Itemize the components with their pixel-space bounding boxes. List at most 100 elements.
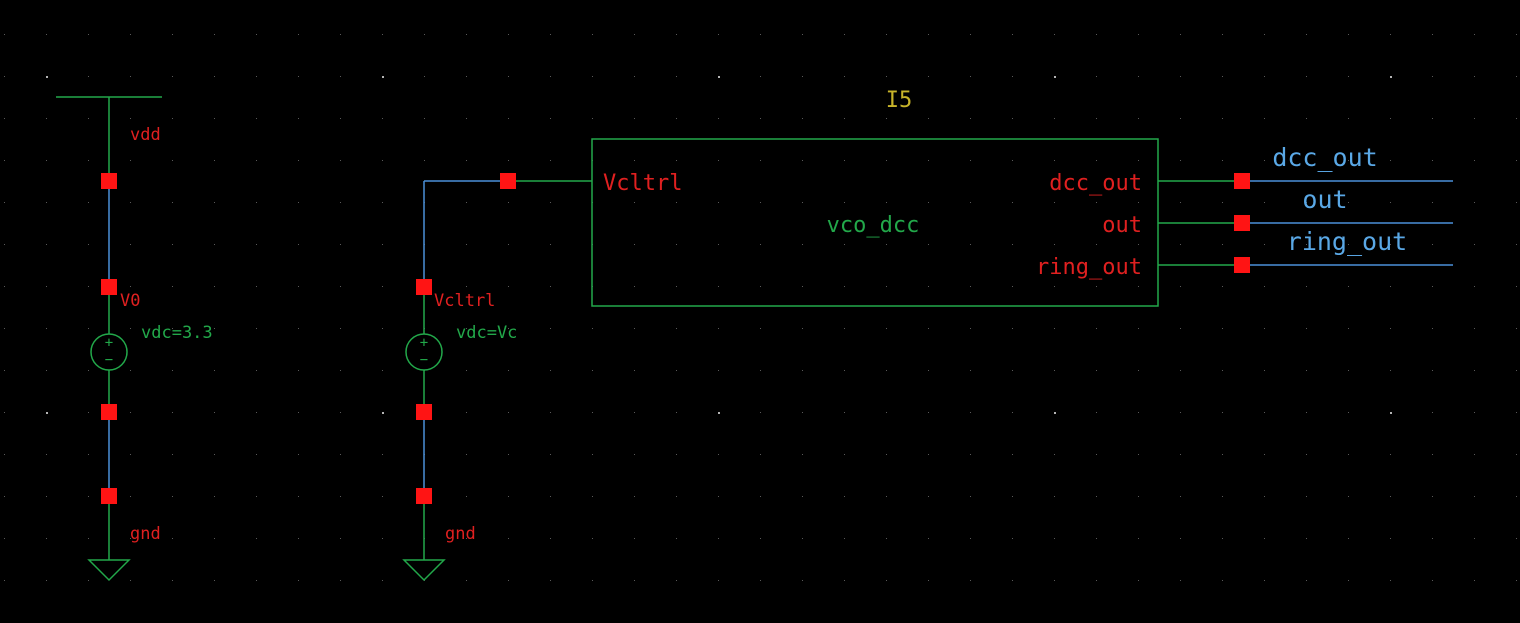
vctrl-minus-pin[interactable] bbox=[416, 404, 432, 420]
grid-dot bbox=[634, 244, 635, 245]
grid-dot bbox=[1390, 328, 1391, 329]
grid-dot bbox=[1096, 370, 1097, 371]
v0-plus-pin[interactable] bbox=[101, 279, 117, 295]
source-vctrl-group[interactable]: + − Vcltrl vdc=Vc gnd bbox=[402, 173, 592, 582]
grid-dot bbox=[886, 118, 887, 119]
grid-dot bbox=[1180, 412, 1181, 413]
grid-dot bbox=[1138, 160, 1139, 161]
grid-dot-major bbox=[1054, 412, 1056, 414]
grid-dot bbox=[1264, 76, 1265, 77]
grid-dot bbox=[382, 328, 383, 329]
v0-minus-sign: − bbox=[105, 352, 113, 368]
grid-dot bbox=[844, 286, 845, 287]
grid-dot bbox=[1474, 370, 1475, 371]
grid-dot bbox=[1012, 412, 1013, 413]
grid-dot bbox=[844, 202, 845, 203]
grid-dot bbox=[1180, 370, 1181, 371]
grid-dot bbox=[1180, 538, 1181, 539]
grid-dot bbox=[340, 286, 341, 287]
grid-dot bbox=[340, 412, 341, 413]
vctrl-plus-pin[interactable] bbox=[416, 279, 432, 295]
grid-dot bbox=[1222, 370, 1223, 371]
grid-dot bbox=[1096, 76, 1097, 77]
grid-dot bbox=[46, 118, 47, 119]
grid-dot bbox=[1096, 580, 1097, 581]
out-pin[interactable] bbox=[1234, 215, 1250, 231]
grid-dot bbox=[928, 244, 929, 245]
grid-dot bbox=[886, 538, 887, 539]
grid-dot-major bbox=[718, 412, 720, 414]
grid-dot bbox=[88, 160, 89, 161]
grid-dot bbox=[886, 580, 887, 581]
grid-dot bbox=[1306, 34, 1307, 35]
grid-dot bbox=[1264, 538, 1265, 539]
ring-out-pin[interactable] bbox=[1234, 257, 1250, 273]
grid-dot bbox=[802, 454, 803, 455]
grid-dot bbox=[1012, 286, 1013, 287]
grid-dot bbox=[886, 286, 887, 287]
grid-dot bbox=[844, 76, 845, 77]
grid-dot bbox=[466, 244, 467, 245]
vctrl-wire-pin[interactable] bbox=[500, 173, 516, 189]
source-v0-group[interactable]: + − vdd V0 vdc=3.3 gnd bbox=[56, 96, 213, 582]
v0-param-label: vdc=3.3 bbox=[141, 323, 213, 343]
grid-dot bbox=[550, 118, 551, 119]
grid-dot bbox=[592, 328, 593, 329]
grid-dot bbox=[130, 34, 131, 35]
grid-dot bbox=[970, 328, 971, 329]
grid-dot bbox=[634, 580, 635, 581]
vctrl-gnd-pin[interactable] bbox=[416, 488, 432, 504]
grid-dot bbox=[802, 328, 803, 329]
grid-dot bbox=[1264, 328, 1265, 329]
grid-dot bbox=[298, 538, 299, 539]
grid-dot bbox=[298, 412, 299, 413]
ground-symbol-icon[interactable] bbox=[87, 559, 131, 582]
grid-dot-major bbox=[382, 412, 384, 414]
grid-dot bbox=[1474, 76, 1475, 77]
grid-dot bbox=[4, 286, 5, 287]
grid-dot bbox=[46, 454, 47, 455]
grid-dot bbox=[634, 160, 635, 161]
grid-dot bbox=[1222, 412, 1223, 413]
grid-dot bbox=[592, 496, 593, 497]
grid-dot bbox=[1222, 328, 1223, 329]
grid-dot bbox=[340, 370, 341, 371]
grid-dot bbox=[88, 412, 89, 413]
grid-dot bbox=[550, 538, 551, 539]
grid-dot bbox=[1432, 370, 1433, 371]
grid-dot bbox=[1474, 160, 1475, 161]
vctrl-param-label: vdc=Vc bbox=[456, 323, 517, 343]
grid-dot bbox=[634, 496, 635, 497]
grid-dot bbox=[928, 412, 929, 413]
grid-dot bbox=[88, 244, 89, 245]
grid-dot bbox=[886, 454, 887, 455]
grid-dot bbox=[172, 244, 173, 245]
grid-dot bbox=[340, 538, 341, 539]
grid-dot bbox=[886, 496, 887, 497]
grid-dot bbox=[4, 412, 5, 413]
grid-dot bbox=[970, 454, 971, 455]
grid-dot bbox=[592, 454, 593, 455]
v0-gnd-pin[interactable] bbox=[101, 488, 117, 504]
grid-dot bbox=[1096, 328, 1097, 329]
v0-minus-pin[interactable] bbox=[101, 404, 117, 420]
grid-dot bbox=[550, 580, 551, 581]
grid-dot bbox=[298, 370, 299, 371]
grid-dot bbox=[1264, 34, 1265, 35]
grid-dot bbox=[634, 412, 635, 413]
grid-dot bbox=[1054, 244, 1055, 245]
grid-dot bbox=[1306, 580, 1307, 581]
vco-dcc-block-group[interactable]: I5 vco_dcc Vcltrl dcc_out out ring_out d… bbox=[591, 88, 1453, 307]
grid-dot bbox=[844, 538, 845, 539]
ground-symbol-icon[interactable] bbox=[402, 559, 446, 582]
grid-dot bbox=[214, 286, 215, 287]
grid-dot bbox=[1348, 328, 1349, 329]
vdd-pin[interactable] bbox=[101, 173, 117, 189]
grid-dot bbox=[256, 76, 257, 77]
grid-dot bbox=[466, 286, 467, 287]
grid-dot bbox=[172, 328, 173, 329]
grid-dot bbox=[256, 286, 257, 287]
dcc-out-pin[interactable] bbox=[1234, 173, 1250, 189]
